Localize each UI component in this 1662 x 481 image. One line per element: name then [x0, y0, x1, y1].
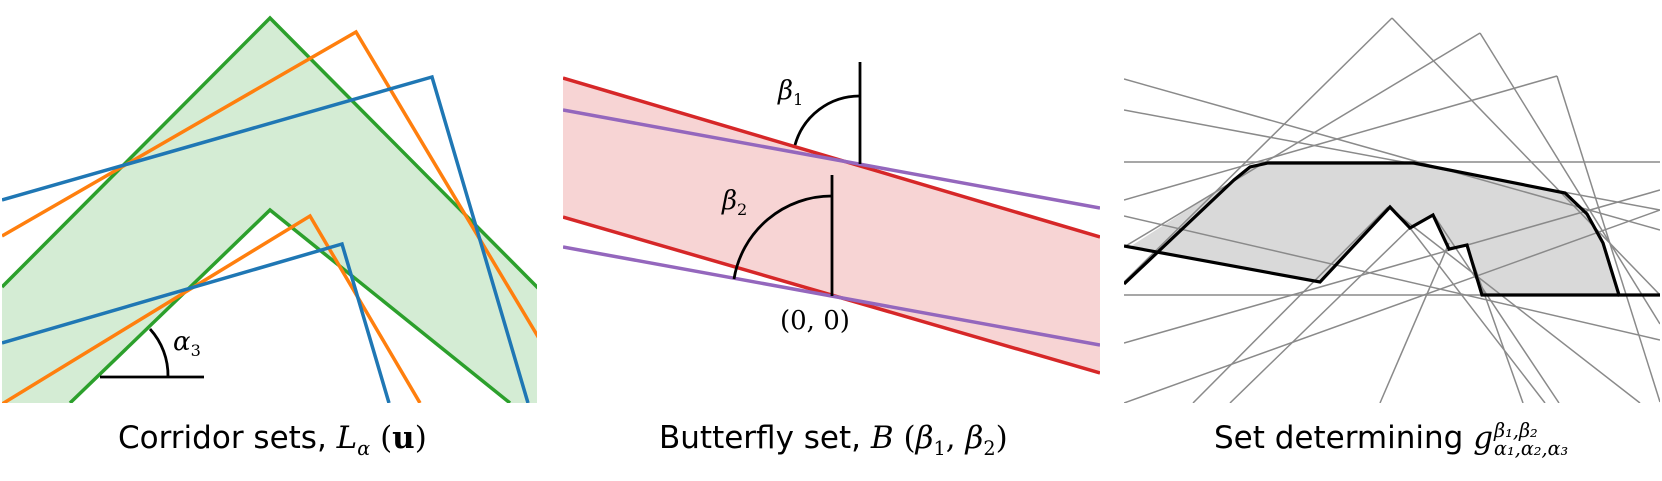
beta1-label: β1: [778, 76, 804, 110]
g-superscript: β₁,β₂: [1494, 419, 1538, 443]
angle-arc-alpha3: [148, 328, 170, 378]
gray-lines: [1124, 17, 1660, 403]
caption-corridor-math: Lα (u): [336, 420, 427, 461]
angle-arc-beta1: [793, 94, 861, 146]
alpha3-label: α3: [173, 327, 201, 361]
origin-label: (0, 0): [780, 306, 850, 336]
corridor-green-outer: [2, 15, 537, 290]
g-subscript: α₁,α₂,α₃: [1494, 436, 1569, 460]
beta2-label: β2: [722, 186, 748, 220]
region-boundary: [1124, 161, 1660, 297]
corridor-green-fill: [2, 18, 537, 403]
corridor-orange-inner: [2, 213, 422, 403]
region-fill: [1128, 163, 1619, 295]
set-determining-panel: [1124, 17, 1660, 403]
corridor-blue-inner: [2, 241, 391, 403]
corridor-blue-outer: [2, 74, 530, 403]
caption-butterfly-text: Butterfly set,: [659, 420, 871, 456]
corridor-sets-panel: [2, 15, 537, 403]
angle-arc-beta2: [732, 194, 833, 280]
region-inner-boundary: [1124, 204, 1619, 297]
caption-corridor-sets: Corridor sets, Lα (u): [118, 420, 427, 460]
caption-set-determining-text: Set determining: [1214, 420, 1474, 456]
caption-butterfly-math: B (β1, β2): [870, 420, 1008, 461]
butterfly-set-panel: [563, 62, 1100, 375]
corridor-green-inner: [68, 207, 512, 403]
caption-butterfly-set: Butterfly set, B (β1, β2): [659, 420, 1008, 460]
butterfly-purple-line-upper: [563, 108, 1100, 210]
caption-corridor-text: Corridor sets,: [118, 420, 337, 456]
